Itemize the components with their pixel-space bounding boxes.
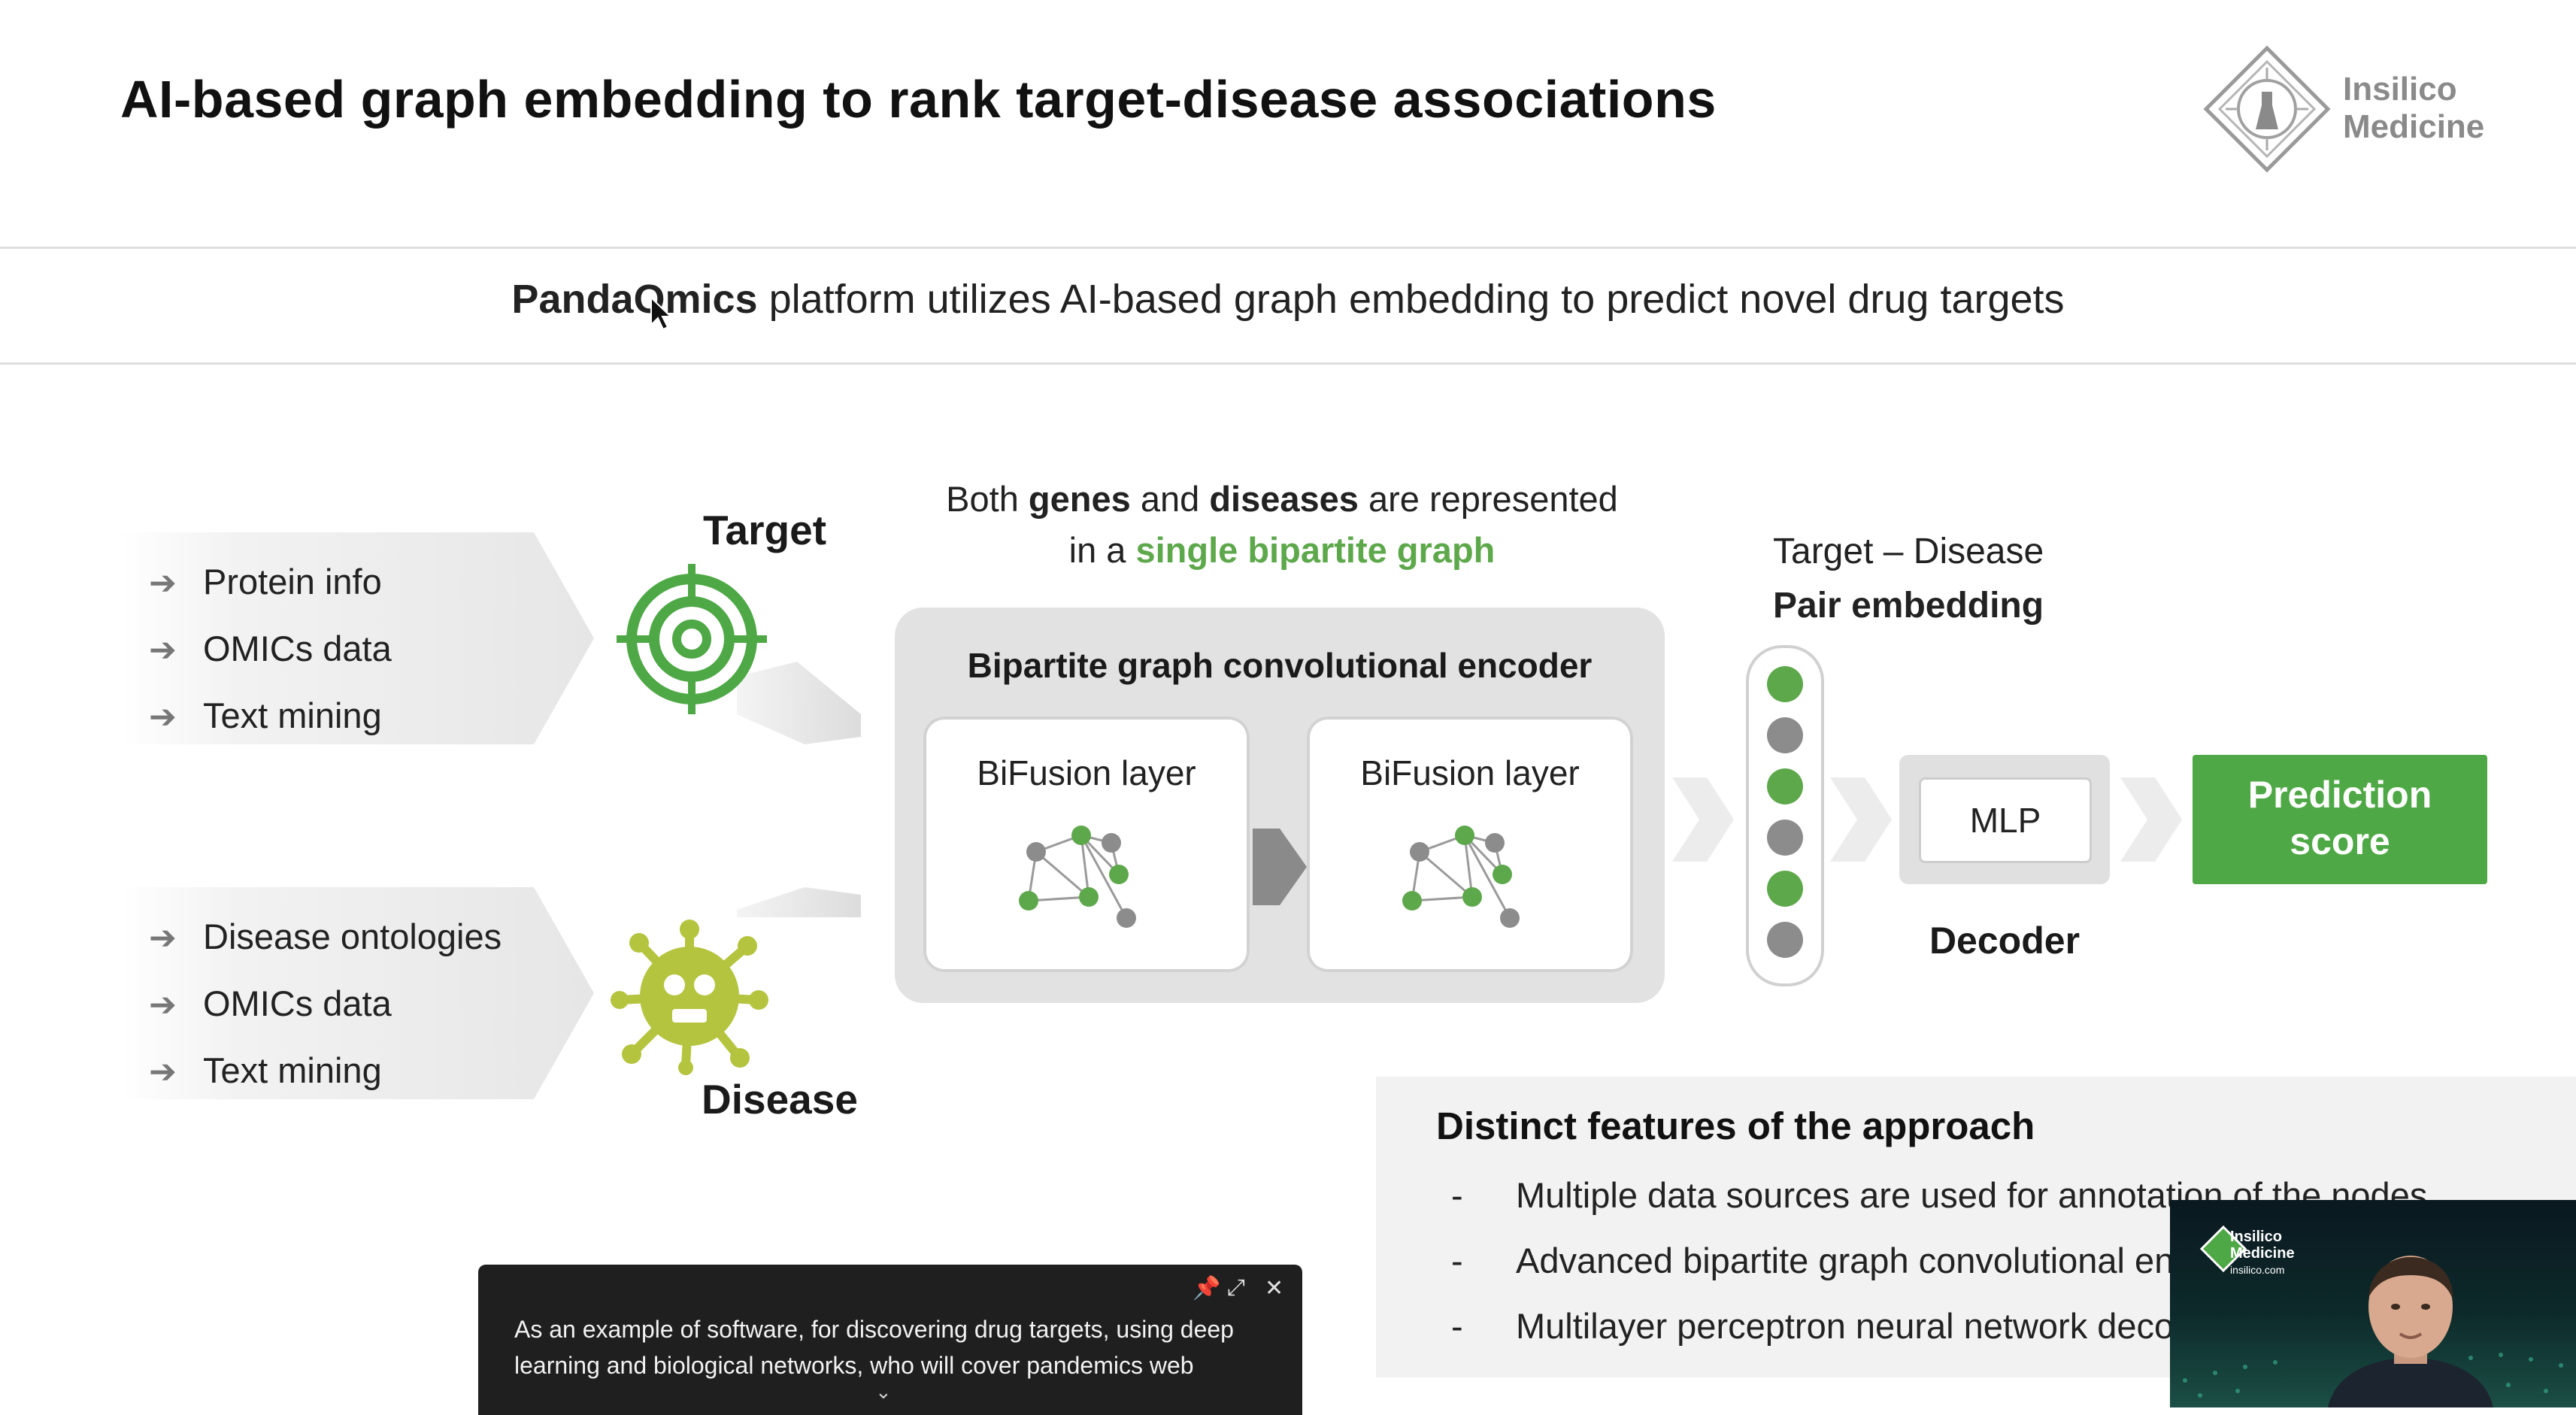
encoder-title: Bipartite graph convolutional encoder <box>967 646 1593 685</box>
embedding-node <box>1767 820 1803 856</box>
graph-note: Both genes and diseases are represented … <box>946 479 1618 570</box>
mlp-box: MLP <box>1919 777 2092 863</box>
encoder-box: Bipartite graph convolutional encoder Bi… <box>895 608 1665 1003</box>
decoder-label: Decoder <box>1929 920 2080 962</box>
list-item: ➔Protein info <box>149 549 392 616</box>
disease-input-list: ➔Disease ontologies ➔OMICs data ➔Text mi… <box>149 904 502 1104</box>
mouse-cursor-icon <box>650 296 672 331</box>
particle-wave-background <box>2183 1353 2563 1398</box>
graph-network-icon <box>1402 826 1520 928</box>
virus-icon <box>611 920 768 1075</box>
disease-label: Disease <box>702 1076 858 1123</box>
bifusion-layer-1: BiFusion layer <box>923 717 1250 972</box>
disease-input-band: ➔Disease ontologies ➔OMICs data ➔Text mi… <box>120 887 594 1099</box>
embedding-node <box>1767 666 1803 702</box>
slide-subtitle: PandaOmics platform utilizes AI-based gr… <box>511 277 2065 322</box>
divider-bottom <box>0 362 2576 365</box>
expand-icon[interactable]: ⤢ <box>1227 1275 1245 1300</box>
list-item: ➔OMICs data <box>149 971 502 1038</box>
target-input-list: ➔Protein info ➔OMICs data ➔Text mining <box>149 549 392 750</box>
presenter-video <box>2328 1256 2493 1407</box>
insilico-logo-icon <box>2203 45 2331 173</box>
chevron-right-icon <box>1830 777 1892 862</box>
features-title: Distinct features of the approach <box>1436 1104 2035 1147</box>
insilico-logo: Insilico Medicine <box>2203 45 2489 173</box>
input-band-shape <box>120 532 594 744</box>
webcam-overlay: Insilico Medicine insilico.com <box>2170 1200 2576 1407</box>
list-item: ➔Text mining <box>149 1038 502 1104</box>
live-caption-popup[interactable]: 📌 ⤢ ✕ As an example of software, for dis… <box>478 1265 1302 1415</box>
target-input-band: ➔Protein info ➔OMICs data ➔Text mining <box>120 532 594 744</box>
arrow-right-icon: ➔ <box>149 920 177 956</box>
chevron-right-icon <box>1672 777 1734 862</box>
embedding-node <box>1767 871 1803 907</box>
insilico-logo-icon <box>2199 1225 2247 1273</box>
feature-item: -Advanced bipartite graph convolutional … <box>1451 1241 2174 1280</box>
arrow-right-icon: ➔ <box>149 565 177 601</box>
close-icon[interactable]: ✕ <box>1265 1276 1284 1301</box>
embedding-node <box>1767 717 1803 753</box>
decoder-box: MLP <box>1899 755 2110 884</box>
embedding-node <box>1767 922 1803 958</box>
caption-text: As an example of software, for discoveri… <box>514 1316 1234 1379</box>
layer-label: BiFusion layer <box>1360 753 1580 792</box>
bifusion-layer-2: BiFusion layer <box>1307 717 1633 972</box>
pin-icon[interactable]: 📌 <box>1193 1276 1221 1301</box>
webcam-logo-text: Insilico Medicine insilico.com <box>2230 1229 2295 1276</box>
input-band-shape <box>120 887 594 1099</box>
chevron-right-icon <box>1253 829 1307 905</box>
graph-network-icon <box>1019 826 1136 928</box>
list-item: ➔Text mining <box>149 683 392 750</box>
arrow-right-icon: ➔ <box>149 698 177 735</box>
chevron-right-icon <box>2120 777 2182 862</box>
layer-label: BiFusion layer <box>977 753 1196 792</box>
connector-arrows <box>737 662 861 917</box>
list-item: ➔Disease ontologies <box>149 904 502 971</box>
chevron-down-icon[interactable]: ⌄ <box>875 1380 892 1403</box>
arrow-right-icon: ➔ <box>149 632 177 668</box>
logo-text: Insilico Medicine <box>2343 71 2485 145</box>
slide-title: AI-based graph embedding to rank target-… <box>120 70 1717 129</box>
arrow-right-icon: ➔ <box>149 986 177 1023</box>
prediction-score-box: Prediction score <box>2193 755 2487 884</box>
target-icon <box>617 564 767 714</box>
pair-embedding-label: Target – Disease Pair embedding <box>1773 532 2044 626</box>
target-label: Target <box>703 507 827 553</box>
feature-item: -Multilayer perceptron neural network de… <box>1451 1306 2174 1346</box>
list-item: ➔OMICs data <box>149 616 392 683</box>
divider-top <box>0 247 2576 249</box>
arrow-right-icon: ➔ <box>149 1053 177 1090</box>
embedding-node <box>1767 768 1803 804</box>
embedding-vector <box>1746 645 1824 986</box>
